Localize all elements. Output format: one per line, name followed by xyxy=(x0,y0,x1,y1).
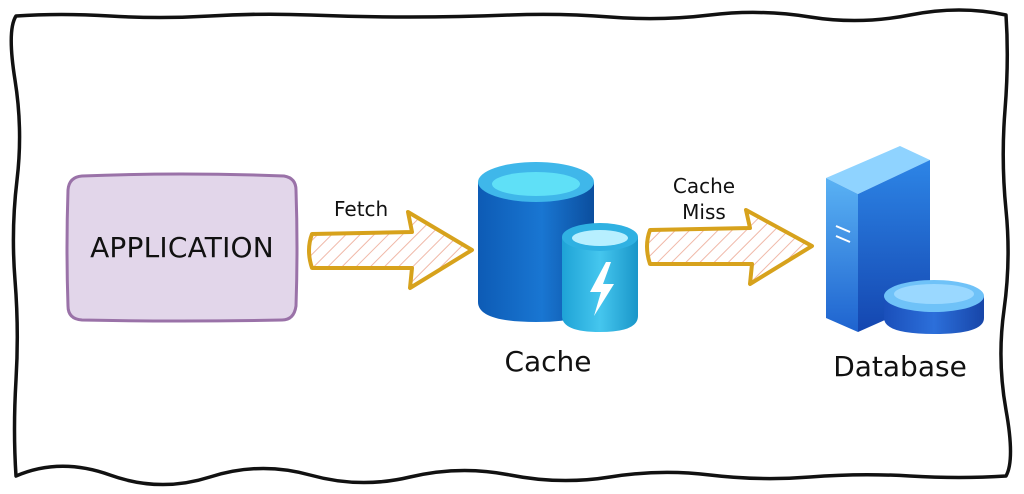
fetch-edge-label: Fetch xyxy=(334,197,389,221)
cache-label: Cache xyxy=(504,345,592,378)
fetch-arrow xyxy=(307,210,474,290)
frame-border xyxy=(9,8,1013,487)
database-label: Database xyxy=(833,350,967,383)
lightning-bolt-icon xyxy=(590,262,614,316)
cache-icon xyxy=(478,162,638,332)
application-box xyxy=(65,172,299,323)
application-label: APPLICATION xyxy=(90,230,274,264)
database-icon xyxy=(826,146,984,334)
cache-miss-arrow xyxy=(645,208,814,286)
cache-miss-edge-label: Cache Miss xyxy=(672,174,736,224)
